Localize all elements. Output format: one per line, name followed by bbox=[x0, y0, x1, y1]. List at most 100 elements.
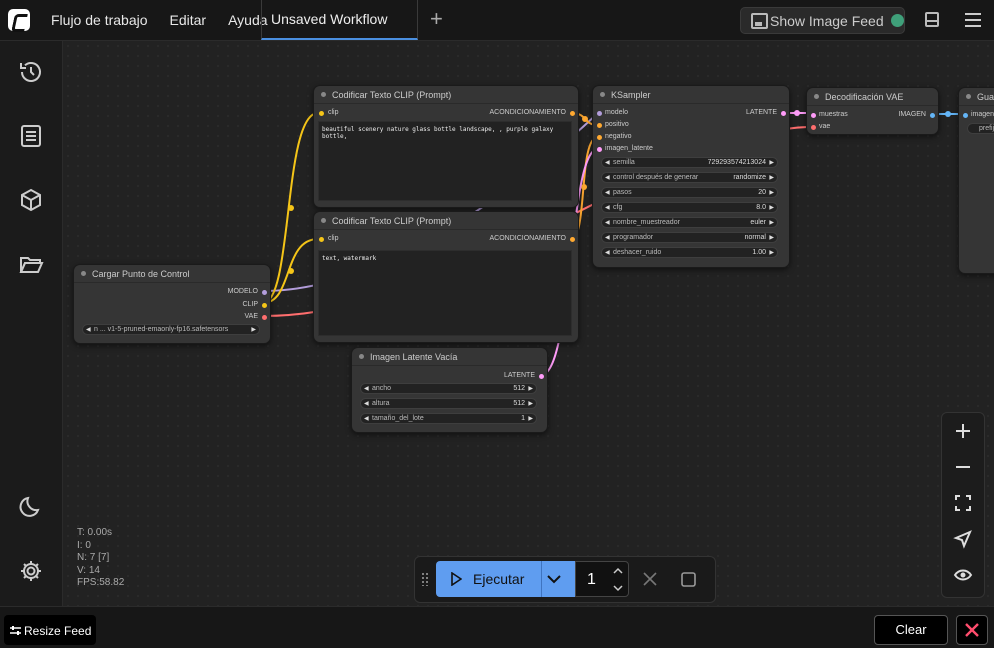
filename-prefix-widget[interactable]: prefij bbox=[967, 123, 994, 134]
input-negative[interactable]: negativo bbox=[597, 133, 631, 140]
decrement-chevron-down-icon[interactable] bbox=[613, 584, 623, 592]
height-widget[interactable]: ◀ altura 512 ▶ bbox=[360, 398, 537, 409]
cfg-widget[interactable]: ◀ cfg 8.0 ▶ bbox=[601, 202, 778, 213]
right-arrow-icon[interactable]: ▶ bbox=[769, 160, 774, 166]
node-empty-latent-image[interactable]: Imagen Latente Vacía LATENTE ◀ ancho 512… bbox=[351, 347, 548, 433]
right-arrow-icon[interactable]: ▶ bbox=[528, 401, 533, 407]
left-arrow-icon[interactable]: ◀ bbox=[605, 160, 610, 166]
input-model[interactable]: modelo bbox=[597, 109, 628, 116]
graph-canvas[interactable]: Cargar Punto de Control MODELO CLIP VAE … bbox=[63, 41, 994, 606]
drag-handle-icon[interactable] bbox=[421, 572, 429, 586]
clear-button[interactable]: Clear bbox=[874, 615, 948, 645]
slot-dot[interactable] bbox=[597, 111, 602, 116]
output-latent[interactable]: LATENTE bbox=[504, 372, 544, 379]
slot-dot[interactable] bbox=[570, 111, 575, 116]
scheduler-widget[interactable]: ◀ programador normal ▶ bbox=[601, 232, 778, 243]
input-clip[interactable]: clip bbox=[319, 235, 339, 242]
left-arrow-icon[interactable]: ◀ bbox=[605, 250, 610, 256]
slot-dot[interactable] bbox=[262, 290, 267, 295]
slot-dot[interactable] bbox=[597, 135, 602, 140]
sampler-name-widget[interactable]: ◀ nombre_muestreador euler ▶ bbox=[601, 217, 778, 228]
left-arrow-icon[interactable]: ◀ bbox=[605, 235, 610, 241]
slot-dot[interactable] bbox=[597, 123, 602, 128]
right-arrow-icon[interactable]: ▶ bbox=[528, 416, 533, 422]
right-arrow-icon[interactable]: ▶ bbox=[251, 327, 256, 333]
moon-theme-icon[interactable] bbox=[18, 494, 44, 520]
prompt-textarea[interactable]: beautiful scenery nature glass bottle la… bbox=[318, 121, 572, 201]
node-load-checkpoint[interactable]: Cargar Punto de Control MODELO CLIP VAE … bbox=[73, 264, 271, 344]
slot-dot[interactable] bbox=[963, 113, 968, 118]
input-images[interactable]: imagen bbox=[963, 111, 994, 118]
input-latent-image[interactable]: imagen_latente bbox=[597, 145, 653, 152]
menu-help[interactable]: Ayuda bbox=[228, 12, 268, 28]
stop-square-icon[interactable] bbox=[681, 572, 696, 587]
output-vae[interactable]: VAE bbox=[245, 313, 267, 320]
left-arrow-icon[interactable]: ◀ bbox=[605, 175, 610, 181]
slot-dot[interactable] bbox=[811, 125, 816, 130]
width-widget[interactable]: ◀ ancho 512 ▶ bbox=[360, 383, 537, 394]
slot-dot[interactable] bbox=[930, 113, 935, 118]
input-clip[interactable]: clip bbox=[319, 109, 339, 116]
right-arrow-icon[interactable]: ▶ bbox=[528, 386, 533, 392]
slot-dot[interactable] bbox=[570, 237, 575, 242]
folder-open-icon[interactable] bbox=[18, 251, 44, 277]
input-samples[interactable]: muestras bbox=[811, 111, 848, 118]
output-model[interactable]: MODELO bbox=[228, 288, 267, 295]
left-arrow-icon[interactable]: ◀ bbox=[605, 220, 610, 226]
seed-widget[interactable]: ◀ semilla 729293574213024 ▶ bbox=[601, 157, 778, 168]
steps-widget[interactable]: ◀ pasos 20 ▶ bbox=[601, 187, 778, 198]
node-ksampler[interactable]: KSampler modelo positivo negativo imagen… bbox=[592, 85, 790, 268]
chevron-down-icon[interactable] bbox=[547, 574, 561, 584]
right-arrow-icon[interactable]: ▶ bbox=[769, 235, 774, 241]
control-after-generate-widget[interactable]: ◀ control después de generar randomize ▶ bbox=[601, 172, 778, 183]
left-arrow-icon[interactable]: ◀ bbox=[605, 205, 610, 211]
model-library-cube-icon[interactable] bbox=[18, 187, 44, 213]
left-arrow-icon[interactable]: ◀ bbox=[364, 401, 369, 407]
node-clip-text-negative[interactable]: Codificar Texto CLIP (Prompt) clip ACOND… bbox=[313, 211, 579, 343]
menu-workflow[interactable]: Flujo de trabajo bbox=[51, 12, 148, 28]
slot-dot[interactable] bbox=[262, 315, 267, 320]
input-vae[interactable]: vae bbox=[811, 123, 830, 130]
close-feed-button[interactable] bbox=[956, 615, 988, 645]
cancel-x-icon[interactable] bbox=[643, 572, 657, 586]
tab-unsaved-workflow[interactable]: Unsaved Workflow bbox=[261, 0, 418, 40]
output-clip[interactable]: CLIP bbox=[242, 301, 267, 308]
bottom-panel-icon[interactable] bbox=[925, 12, 939, 27]
comfy-logo[interactable] bbox=[8, 9, 30, 31]
slot-dot[interactable] bbox=[539, 374, 544, 379]
slot-dot[interactable] bbox=[319, 111, 324, 116]
left-arrow-icon[interactable]: ◀ bbox=[86, 327, 91, 333]
navigate-arrow-icon[interactable] bbox=[953, 529, 973, 549]
right-arrow-icon[interactable]: ▶ bbox=[769, 205, 774, 211]
right-arrow-icon[interactable]: ▶ bbox=[769, 190, 774, 196]
slot-dot[interactable] bbox=[781, 111, 786, 116]
settings-gear-icon[interactable] bbox=[18, 558, 44, 584]
slot-dot[interactable] bbox=[597, 147, 602, 152]
left-arrow-icon[interactable]: ◀ bbox=[605, 190, 610, 196]
input-positive[interactable]: positivo bbox=[597, 121, 629, 128]
output-conditioning[interactable]: ACONDICIONAMIENTO bbox=[490, 109, 575, 116]
output-image[interactable]: IMAGEN bbox=[898, 111, 935, 118]
run-button[interactable]: Ejecutar bbox=[436, 561, 575, 597]
batch-size-widget[interactable]: ◀ tamaño_del_lote 1 ▶ bbox=[360, 413, 537, 424]
new-tab-plus-icon[interactable]: + bbox=[430, 6, 443, 31]
denoise-widget[interactable]: ◀ deshacer_ruido 1.00 ▶ bbox=[601, 247, 778, 258]
right-arrow-icon[interactable]: ▶ bbox=[769, 175, 774, 181]
ckpt-name-combo[interactable]: ◀ n ... v1-5-pruned-emaonly-fp16.safeten… bbox=[82, 324, 260, 335]
node-save-image[interactable]: Gua imagen prefij bbox=[958, 87, 994, 274]
history-icon[interactable] bbox=[18, 59, 44, 85]
node-clip-text-positive[interactable]: Codificar Texto CLIP (Prompt) clip ACOND… bbox=[313, 85, 579, 208]
fit-view-icon[interactable] bbox=[953, 493, 973, 513]
node-vae-decode[interactable]: Decodificación VAE muestras vae IMAGEN bbox=[806, 87, 939, 135]
slot-dot[interactable] bbox=[811, 113, 816, 118]
hamburger-menu-icon[interactable] bbox=[965, 13, 981, 31]
right-arrow-icon[interactable]: ▶ bbox=[769, 250, 774, 256]
zoom-out-minus-icon[interactable] bbox=[953, 457, 973, 477]
resize-feed-button[interactable]: Resize Feed bbox=[4, 615, 96, 645]
menu-edit[interactable]: Editar bbox=[169, 12, 207, 28]
output-conditioning[interactable]: ACONDICIONAMIENTO bbox=[490, 235, 575, 242]
prompt-textarea[interactable]: text, watermark bbox=[318, 250, 572, 336]
output-latent[interactable]: LATENTE bbox=[746, 109, 786, 116]
right-arrow-icon[interactable]: ▶ bbox=[769, 220, 774, 226]
left-arrow-icon[interactable]: ◀ bbox=[364, 416, 369, 422]
